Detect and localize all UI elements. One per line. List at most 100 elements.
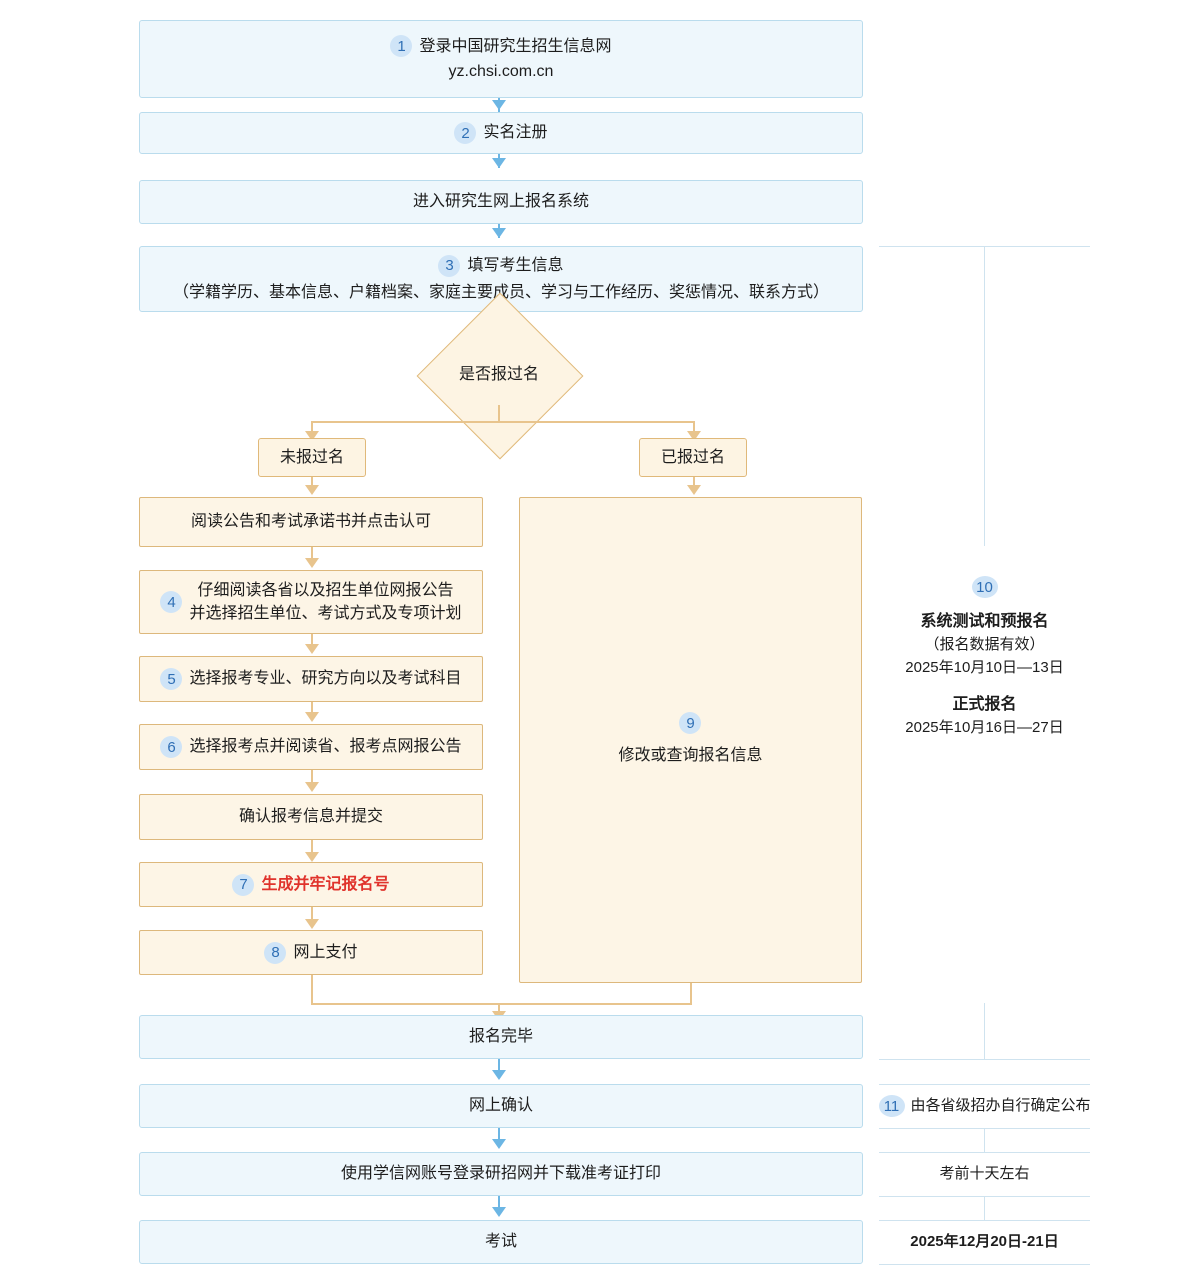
node-online-confirmation[interactable]: 网上确认 <box>139 1084 863 1128</box>
connector-ticket-exam <box>498 1196 500 1210</box>
online-confirm-label: 网上确认 <box>468 1097 533 1115</box>
step-badge-11: 11 <box>878 1095 905 1117</box>
node-branch-not-registered[interactable]: 未报过名 <box>258 438 366 477</box>
timeline-vertical-line-seg-1 <box>984 1003 985 1059</box>
arrow-enter-fill <box>492 228 506 238</box>
formal-registration-title: 正式报名 <box>952 696 1017 714</box>
node-modify-or-query-registration[interactable]: 9 修改或查询报名信息 <box>519 497 862 983</box>
timeline-line-exam-bottom <box>879 1264 1090 1265</box>
connector-done-confirm <box>498 1059 500 1073</box>
node-confirm-and-submit[interactable]: 确认报考信息并提交 <box>139 794 483 840</box>
node-enter-system[interactable]: 进入研究生网上报名系统 <box>139 180 863 224</box>
timeline-vertical-line-top <box>984 246 985 546</box>
connector-confirm-generate <box>311 840 313 854</box>
timeline-line-ticket-top <box>879 1152 1090 1153</box>
merge-right-stem <box>690 983 692 1004</box>
timeline-line-above-confirm <box>879 1059 1090 1060</box>
generate-no-label: 生成并牢记报名号 <box>261 875 390 893</box>
online-pay-label: 网上支付 <box>293 943 358 961</box>
step-badge-1: 1 <box>390 35 413 58</box>
arrow-branchno-read <box>305 485 319 495</box>
read-province-line2: 并选择招生单位、考试方式及专项计划 <box>189 605 462 622</box>
step-badge-2: 2 <box>454 122 477 144</box>
node-realname-label: 实名注册 <box>483 124 548 142</box>
decision-label-text: 是否报过名 <box>458 366 539 383</box>
timeline-exam-date: 2025年12月20日-21日 <box>879 1220 1090 1264</box>
node-choose-major[interactable]: 5 选择报考专业、研究方向以及考试科目 <box>139 656 483 702</box>
arrow-ticket-exam <box>492 1207 506 1217</box>
step-badge-9: 9 <box>679 712 702 735</box>
timeline-vertical-line-seg-3 <box>984 1196 985 1220</box>
timeline-online-confirm: 11 由各省级招办自行确定公布 <box>878 1084 1091 1128</box>
timeline-confirm-text: 由各省级招办自行确定公布 <box>910 1096 1091 1114</box>
branch-left-drop <box>311 421 313 433</box>
connector-branchno-read <box>311 477 313 487</box>
confirm-submit-label: 确认报考信息并提交 <box>238 808 383 826</box>
step-badge-8: 8 <box>264 941 287 964</box>
node-enter-system-label: 进入研究生网上报名系统 <box>412 193 589 211</box>
arrow-done-confirm <box>492 1070 506 1080</box>
node-fill-info-line1: 填写考生信息 <box>467 257 564 275</box>
timeline-ticket-time: 考前十天左右 <box>879 1152 1090 1196</box>
node-read-notice-commitment[interactable]: 阅读公告和考试承诺书并点击认可 <box>139 497 483 547</box>
timeline-ticket-text: 考前十天左右 <box>939 1164 1030 1182</box>
connector-site-confirm <box>311 770 313 784</box>
node-generate-registration-number[interactable]: 7 生成并牢记报名号 <box>139 862 483 907</box>
arrow-major-site <box>305 712 319 722</box>
modify-query-label: 修改或查询报名信息 <box>618 747 763 765</box>
timeline-line-confirm-top <box>879 1084 1090 1085</box>
read-notice-label: 阅读公告和考试承诺书并点击认可 <box>190 513 431 531</box>
node-read-province-notice[interactable]: 4 仔细阅读各省以及招生单位网报公告 并选择招生单位、考试方式及专项计划 <box>139 570 483 634</box>
node-branch-already-registered[interactable]: 已报过名 <box>639 438 747 477</box>
arrow-branchyes-modify <box>687 485 701 495</box>
timeline-line-top <box>879 246 1090 247</box>
branch-right-drop <box>693 421 695 433</box>
branch-stem <box>498 405 500 422</box>
node-fill-candidate-info[interactable]: 3 填写考生信息 （学籍学历、基本信息、户籍档案、家庭主要成员、学习与工作经历、… <box>139 246 863 312</box>
connector-branchyes-modify <box>693 477 695 487</box>
connector-read-province <box>311 547 313 561</box>
step-badge-7: 7 <box>232 873 255 896</box>
exam-label: 考试 <box>484 1233 517 1251</box>
download-ticket-label: 使用学信网账号登录研招网并下载准考证打印 <box>340 1165 661 1183</box>
pre-registration-sub: （报名数据有效） <box>924 636 1045 654</box>
node-login[interactable]: 1 登录中国研究生招生信息网 yz.chsi.com.cn <box>139 20 863 98</box>
arrow-confirm-generate <box>305 852 319 862</box>
arrow-site-confirm <box>305 782 319 792</box>
node-exam[interactable]: 考试 <box>139 1220 863 1264</box>
node-realname-register[interactable]: 2 实名注册 <box>139 112 863 154</box>
pre-registration-title: 系统测试和预报名 <box>920 613 1049 631</box>
node-registration-complete[interactable]: 报名完毕 <box>139 1015 863 1059</box>
arrow-login-realname <box>492 100 506 110</box>
merge-bar <box>311 1003 692 1005</box>
read-province-line1: 仔细阅读各省以及招生单位网报公告 <box>197 581 454 599</box>
node-fill-info-line2: （学籍学历、基本信息、户籍档案、家庭主要成员、学习与工作经历、奖惩情况、联系方式… <box>172 283 829 301</box>
arrow-confirm-ticket <box>492 1139 506 1149</box>
node-login-line1: 登录中国研究生招生信息网 <box>419 37 612 55</box>
arrow-province-major <box>305 644 319 654</box>
arrow-branch-right <box>687 431 701 441</box>
choose-site-label: 选择报考点并阅读省、报考点网报公告 <box>189 738 462 756</box>
step-badge-5: 5 <box>160 668 183 690</box>
connector-province-major <box>311 634 313 646</box>
arrow-generate-pay <box>305 919 319 929</box>
timeline-registration-dates: 10 系统测试和预报名 （报名数据有效） 2025年10月10日—13日 正式报… <box>879 558 1090 758</box>
branch-yes-label: 已报过名 <box>660 448 725 466</box>
merge-drop <box>498 1003 500 1013</box>
step-badge-10: 10 <box>971 576 998 599</box>
node-download-admission-ticket[interactable]: 使用学信网账号登录研招网并下载准考证打印 <box>139 1152 863 1196</box>
connector-generate-pay <box>311 907 313 921</box>
arrow-branch-left <box>305 431 319 441</box>
formal-registration-date: 2025年10月16日—27日 <box>905 719 1064 737</box>
timeline-line-exam-top <box>879 1220 1090 1221</box>
choose-major-label: 选择报考专业、研究方向以及考试科目 <box>189 670 462 688</box>
step-badge-3: 3 <box>438 254 461 277</box>
connector-confirm-ticket <box>498 1128 500 1142</box>
node-choose-exam-site[interactable]: 6 选择报考点并阅读省、报考点网报公告 <box>139 724 483 770</box>
connector-major-site <box>311 702 313 714</box>
node-online-payment[interactable]: 8 网上支付 <box>139 930 483 975</box>
node-login-line2: yz.chsi.com.cn <box>448 63 554 80</box>
branch-bar <box>311 421 694 423</box>
merge-left-stem <box>311 975 313 1004</box>
